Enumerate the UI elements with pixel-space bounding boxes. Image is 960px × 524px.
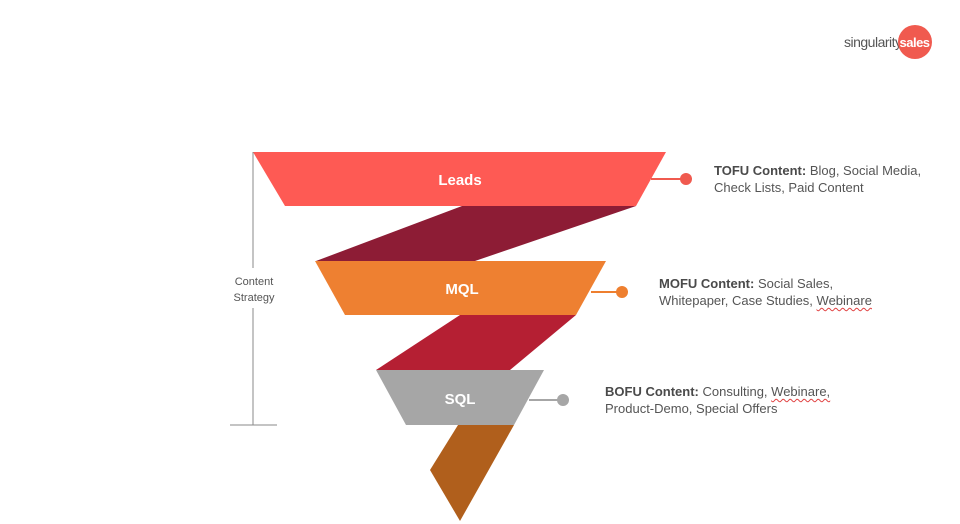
leads-to-mql-connector (316, 206, 636, 261)
bofu-leader (529, 394, 569, 406)
logo-badge: sales (897, 25, 932, 59)
funnel-band-leads[interactable] (253, 152, 666, 206)
funnel-band-sql[interactable] (376, 370, 544, 425)
bofu-text: Consulting, (702, 384, 772, 399)
mql-to-sql-connector (376, 315, 576, 370)
mofu-text-marked: Webinare (816, 293, 872, 308)
axis-label-content: Content (235, 276, 274, 288)
singularity-sales-logo: singularity sales (844, 25, 932, 59)
mofu-marker (616, 286, 628, 298)
stage-label-sql: SQL (445, 391, 476, 408)
axis-label-strategy: Strategy (234, 292, 275, 304)
content-strategy-bracket (230, 152, 277, 426)
tofu-title: TOFU Content: (714, 163, 807, 178)
sql-to-bottom-connector (430, 425, 514, 521)
mofu-text: Social Sales, Whitepaper, Case Studies, (659, 276, 834, 308)
bofu-title: BOFU Content: (605, 384, 699, 399)
bofu-description: BOFU Content: Consulting, Webinare, Prod… (605, 383, 865, 417)
mofu-leader (591, 286, 628, 298)
mofu-description: MOFU Content: Social Sales, Whitepaper, … (659, 275, 899, 309)
bofu-marker (557, 394, 569, 406)
bofu-text-marked: Webinare, (771, 384, 831, 399)
funnel-band-mql[interactable] (315, 261, 606, 315)
stage-label-mql: MQL (445, 281, 478, 298)
tofu-description: TOFU Content: Blog, Social Media, Check … (714, 162, 950, 196)
tofu-text: Blog, Social Media, Check Lists, Paid Co… (714, 163, 922, 195)
mofu-title: MOFU Content: (659, 276, 755, 291)
logo-wordmark: singularity (844, 34, 902, 50)
stage-label-leads: Leads (438, 172, 481, 189)
tofu-marker (680, 173, 692, 185)
tofu-leader (651, 173, 692, 185)
bofu-text-line2: Product-Demo, Special Offers (605, 401, 778, 416)
